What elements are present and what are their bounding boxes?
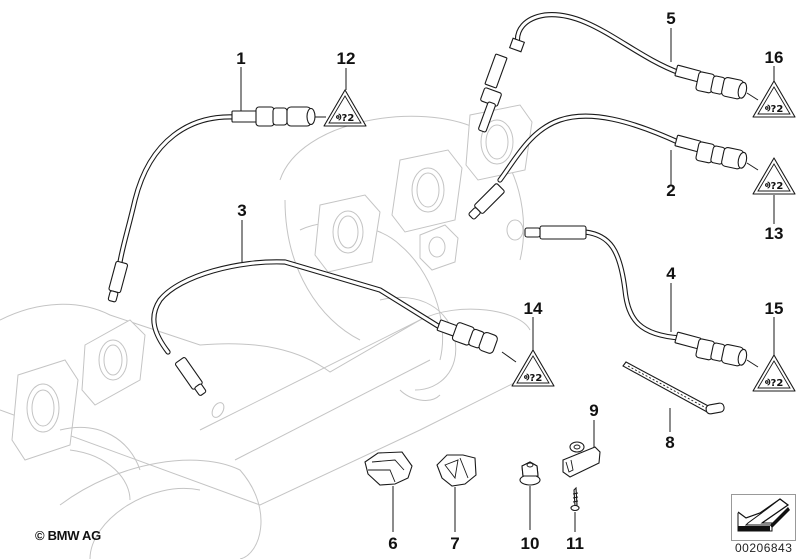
warning-label-13[interactable]: ᢀ?2	[752, 157, 796, 195]
svg-text:ᢀ?2: ᢀ?2	[765, 377, 784, 389]
warning-label-14[interactable]: ᢀ?2	[511, 349, 555, 387]
callout-2[interactable]: 2	[666, 181, 676, 200]
callout-4[interactable]: 4	[666, 264, 676, 283]
oxygen-sensor-3[interactable]	[151, 259, 499, 397]
callout-10[interactable]: 10	[520, 534, 540, 553]
callout-9[interactable]: 9	[589, 401, 599, 420]
callout-3[interactable]: 3	[237, 201, 247, 220]
warning-label-15[interactable]: ᢀ?2	[752, 354, 796, 392]
svg-text:ᢀ?2: ᢀ?2	[336, 112, 355, 124]
warning-label-16[interactable]: ᢀ?2	[752, 80, 796, 118]
nut-10[interactable]	[519, 461, 541, 486]
oxygen-sensor-2[interactable]	[467, 113, 748, 221]
callout-15[interactable]: 15	[764, 299, 784, 318]
callout-13[interactable]: 13	[764, 224, 784, 243]
oxygen-sensor-1[interactable]	[106, 106, 316, 303]
oxygen-sensor-5[interactable]	[478, 12, 748, 133]
callout-1[interactable]: 1	[236, 49, 246, 68]
screw-11[interactable]	[570, 486, 580, 512]
callout-leaders	[240, 28, 775, 532]
back-navigation-button[interactable]	[731, 494, 796, 541]
svg-text:ᢀ?2: ᢀ?2	[765, 103, 784, 115]
cable-tie-8[interactable]	[622, 361, 725, 415]
callout-5[interactable]: 5	[666, 9, 676, 28]
callout-6[interactable]: 6	[388, 534, 398, 553]
cable-clip-6[interactable]	[364, 451, 413, 486]
cable-clamp-7[interactable]	[436, 454, 477, 487]
arrow-back-icon	[737, 498, 790, 532]
callout-14[interactable]: 14	[523, 299, 543, 318]
exhaust-manifold-background	[0, 104, 533, 559]
callout-8[interactable]: 8	[665, 433, 675, 452]
warning-label-12[interactable]: ᢀ?2	[323, 89, 367, 127]
callout-11[interactable]: 11	[566, 534, 584, 553]
callout-7[interactable]: 7	[450, 534, 460, 553]
svg-text:ᢀ?2: ᢀ?2	[765, 180, 784, 192]
callout-16[interactable]: 16	[764, 48, 784, 67]
callout-12[interactable]: 12	[336, 49, 356, 68]
cable-holder-9[interactable]	[562, 441, 601, 478]
drawing-number: 00206843	[735, 541, 793, 555]
svg-text:ᢀ?2: ᢀ?2	[524, 372, 543, 384]
oxygen-sensor-4[interactable]	[524, 225, 748, 367]
copyright-notice: © BMW AG	[35, 528, 101, 543]
